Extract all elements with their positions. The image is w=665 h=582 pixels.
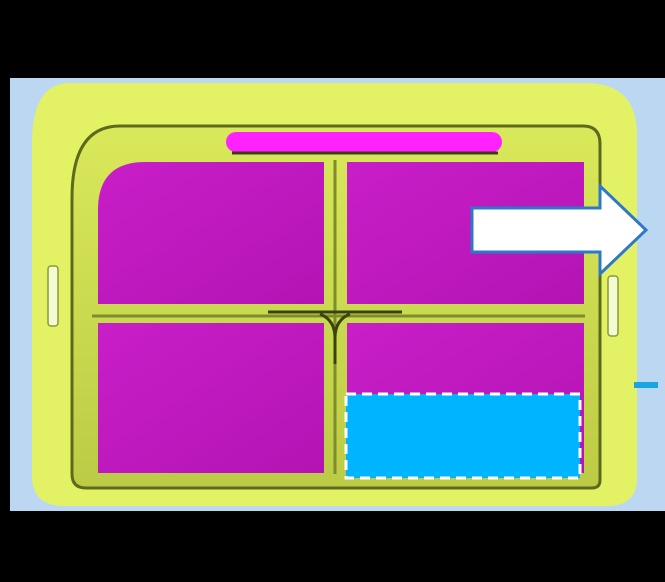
compartment-top-left <box>98 162 324 304</box>
handle-bar <box>226 132 502 152</box>
tray-illustration <box>32 83 658 506</box>
divider-junction <box>268 310 402 364</box>
letterbox-top <box>0 0 665 78</box>
arrow-right-icon <box>470 182 649 278</box>
scene <box>10 78 665 511</box>
highlight-box <box>344 392 582 480</box>
compartment-bottom-left <box>98 323 324 473</box>
right-clip <box>607 275 619 337</box>
dash-marker-icon <box>634 382 658 388</box>
letterbox-bottom <box>0 511 665 582</box>
left-clip <box>47 265 59 327</box>
